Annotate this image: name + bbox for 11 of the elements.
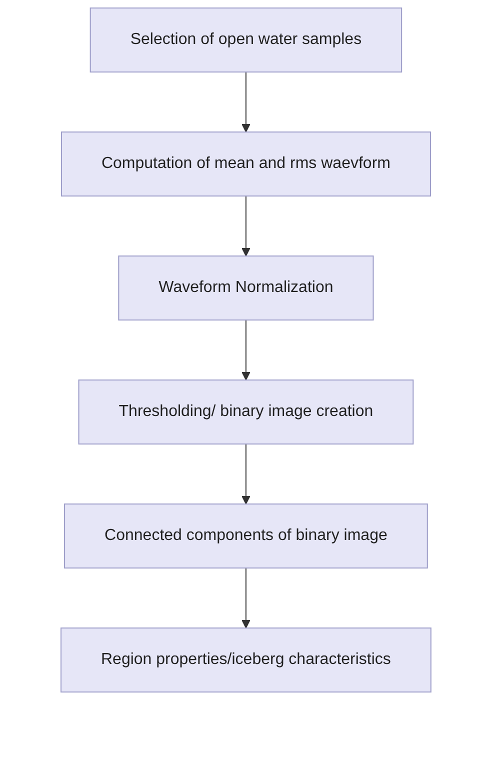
arrow — [241, 196, 250, 256]
arrow — [241, 444, 250, 504]
node-box: Connected components of binary image — [64, 504, 428, 568]
node-box: Thresholding/ binary image creation — [78, 380, 414, 444]
arrow — [241, 72, 250, 132]
node-box: Region properties/iceberg characteristics — [60, 628, 431, 692]
node-box: Computation of mean and rms waevform — [60, 132, 430, 196]
node-box: Selection of open water samples — [89, 8, 402, 72]
arrow — [241, 568, 250, 628]
arrow — [241, 320, 250, 380]
node-box: Waveform Normalization — [118, 256, 374, 320]
